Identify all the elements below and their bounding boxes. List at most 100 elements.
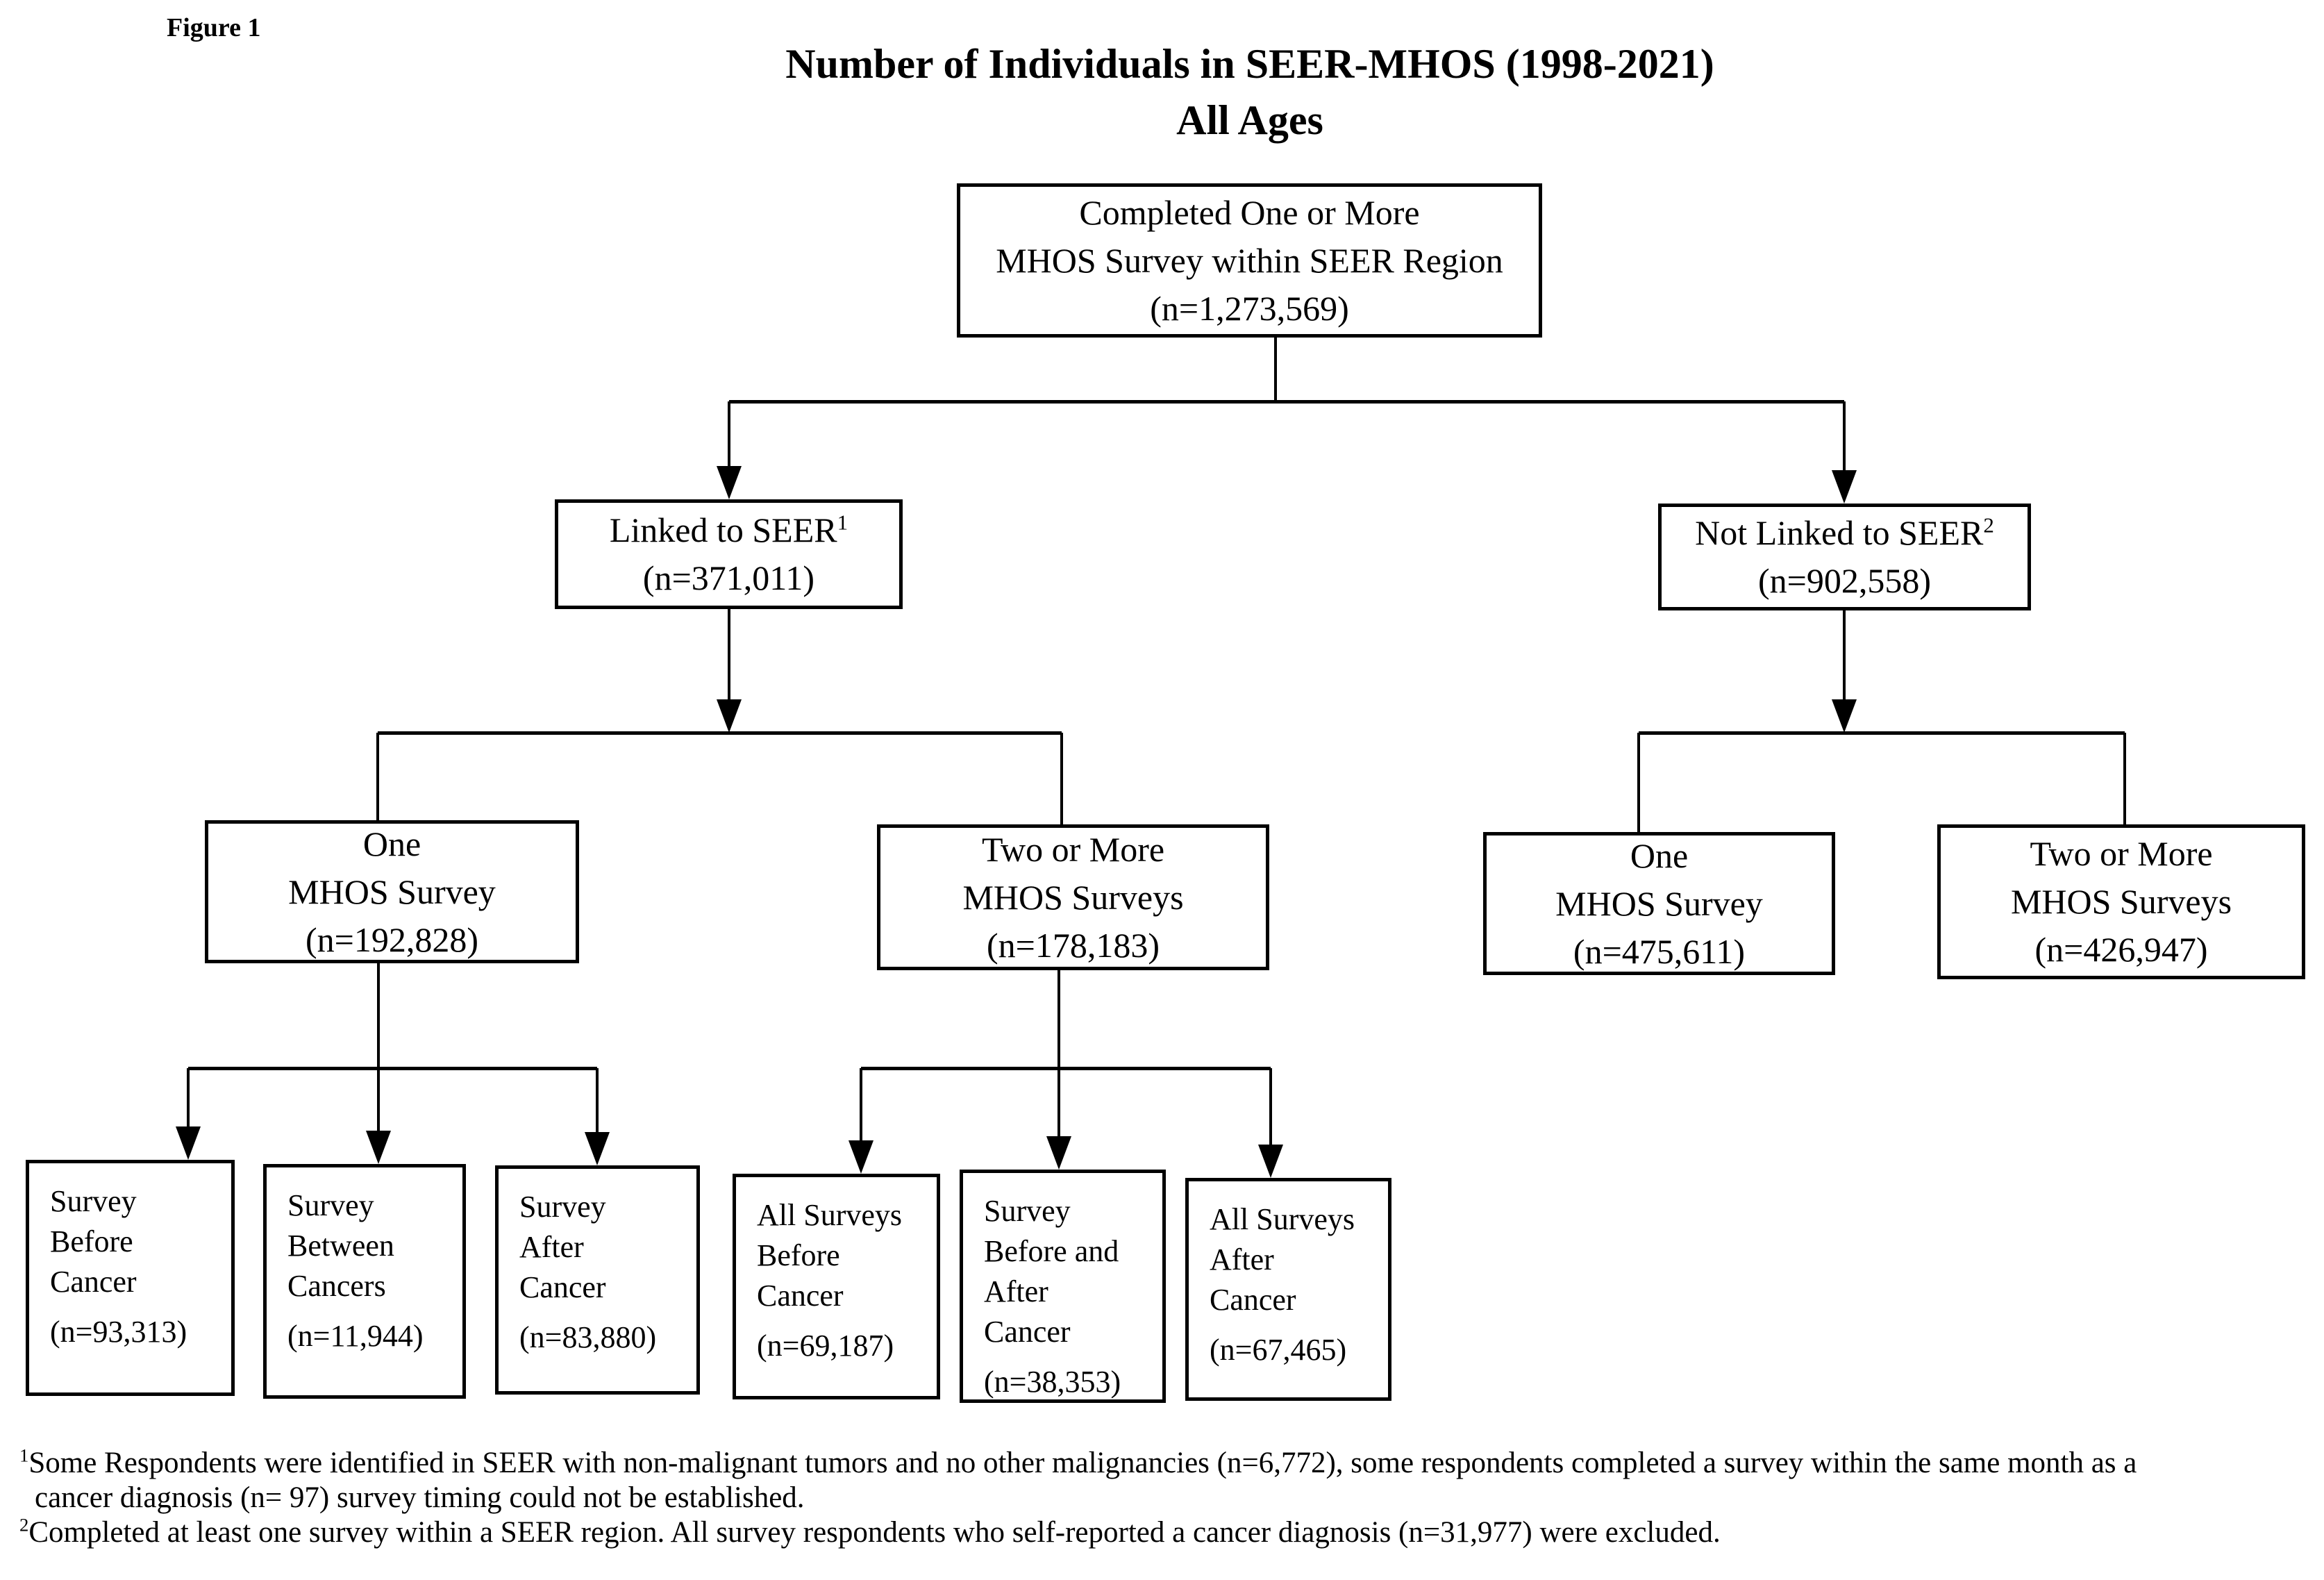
- connector-drop: [860, 1068, 862, 1140]
- connector-one-survey-stem: [377, 963, 380, 1131]
- footnote-1-line-2: cancer diagnosis (n= 97) survey timing c…: [35, 1481, 805, 1514]
- box-not-linked-to-seer: Not Linked to SEER2 (n=902,558): [1658, 504, 2031, 610]
- footnote-text: Some Respondents were identified in SEER…: [28, 1447, 2137, 1479]
- arrow-down-icon: [1832, 699, 1857, 733]
- connector-drop: [1060, 733, 1063, 824]
- arrow-down-icon: [717, 699, 742, 733]
- box-line: MHOS Surveys: [962, 877, 1184, 917]
- arrow-down-icon: [176, 1126, 201, 1160]
- connector-notlinked-stem: [1843, 610, 1846, 701]
- connector-two-or-more-bar: [861, 1067, 1271, 1070]
- box-count: (n=192,828): [306, 920, 478, 959]
- figure-label: Figure 1: [167, 13, 261, 42]
- box-count: (n=69,187): [757, 1329, 894, 1363]
- box-count: (n=83,880): [519, 1320, 657, 1355]
- arrow-down-icon: [1046, 1136, 1071, 1170]
- box-line: Linked to SEER1: [610, 506, 848, 554]
- diagram-title: Number of Individuals in SEER-MHOS (1998…: [555, 36, 1944, 149]
- box-line: MHOS Survey within SEER Region: [996, 240, 1503, 280]
- footnotes: 1Some Respondents were identified in SEE…: [19, 1446, 2311, 1550]
- title-line-2: All Ages: [1176, 97, 1323, 143]
- box-line: Completed One or More: [1079, 192, 1420, 232]
- box-count: (n=67,465): [1210, 1333, 1347, 1367]
- connector-notlinked-drop: [1843, 401, 1846, 471]
- box-line: MHOS Surveys: [2010, 882, 2232, 921]
- connector-drop: [1637, 733, 1640, 832]
- footnote-text: Completed at least one survey within a S…: [28, 1516, 1721, 1549]
- connector-drop: [1269, 1068, 1272, 1145]
- connector-linked-stem: [728, 609, 730, 701]
- box-line: Before and: [984, 1234, 1119, 1269]
- arrow-down-icon: [585, 1132, 610, 1165]
- box-label: Not Linked to SEER: [1695, 513, 1984, 552]
- box-line: Cancers: [287, 1269, 386, 1304]
- connector-linked-bar: [378, 731, 1062, 735]
- connector-drop: [596, 1068, 599, 1132]
- box-line: Cancer: [757, 1279, 844, 1313]
- box-line: After: [984, 1274, 1048, 1309]
- footnote-marker: 1: [19, 1445, 29, 1466]
- box-count: (n=371,011): [642, 558, 815, 597]
- box-count: (n=1,273,569): [1150, 288, 1349, 328]
- box-line: Two or More: [981, 829, 1165, 869]
- connector-notlinked-bar: [1639, 731, 2125, 735]
- connector-level2-bar: [729, 400, 1844, 404]
- arrow-down-icon: [717, 466, 742, 499]
- arrow-down-icon: [366, 1131, 391, 1164]
- box-line: All Surveys: [757, 1198, 902, 1232]
- footnote-marker: 2: [1983, 513, 1994, 538]
- footnote-marker: 1: [837, 510, 848, 535]
- box-line: Survey: [50, 1184, 137, 1218]
- box-line: Cancer: [50, 1265, 137, 1299]
- box-line: After: [519, 1230, 584, 1265]
- arrow-down-icon: [848, 1140, 873, 1174]
- box-line: Survey: [984, 1194, 1071, 1228]
- footnote-marker: 2: [19, 1514, 29, 1536]
- box-line: One: [1630, 835, 1689, 875]
- connector-two-or-more-stem: [1057, 970, 1060, 1136]
- box-line: Cancer: [984, 1315, 1071, 1349]
- footnote-1-line-1: 1Some Respondents were identified in SEE…: [19, 1446, 2311, 1481]
- box-line: Before: [757, 1238, 840, 1273]
- box-line: MHOS Survey: [288, 872, 496, 911]
- box-line: One: [362, 824, 421, 863]
- box-line: Two or More: [2030, 834, 2213, 873]
- connector-drop: [2123, 733, 2126, 824]
- box-label: Linked to SEER: [609, 510, 837, 549]
- title-line-1: Number of Individuals in SEER-MHOS (1998…: [785, 41, 1714, 87]
- connector-one-survey-bar: [188, 1067, 597, 1070]
- box-line: Before: [50, 1224, 133, 1259]
- box-count: (n=902,558): [1758, 561, 1931, 600]
- box-linked-to-seer: Linked to SEER1 (n=371,011): [555, 499, 903, 609]
- box-count: (n=426,947): [2034, 930, 2208, 969]
- box-count: (n=11,944): [287, 1319, 424, 1354]
- box-line: Survey: [287, 1188, 374, 1222]
- box-line: Not Linked to SEER2: [1695, 509, 1994, 557]
- box-count: (n=178,183): [987, 925, 1160, 965]
- box-line: MHOS Survey: [1555, 883, 1763, 923]
- connector-root-stem: [1274, 338, 1277, 401]
- footnote-2: 2Completed at least one survey within a …: [19, 1515, 2311, 1550]
- arrow-down-icon: [1258, 1145, 1283, 1178]
- box-count: (n=93,313): [50, 1315, 187, 1349]
- connector-linked-drop: [728, 401, 730, 467]
- arrow-down-icon: [1832, 470, 1857, 504]
- box-line: Survey: [519, 1190, 606, 1224]
- box-line: All Surveys: [1210, 1202, 1355, 1236]
- box-line: After: [1210, 1242, 1274, 1277]
- box-count: (n=38,353): [984, 1365, 1121, 1399]
- box-line: Cancer: [519, 1270, 606, 1305]
- box-line: Cancer: [1210, 1283, 1296, 1317]
